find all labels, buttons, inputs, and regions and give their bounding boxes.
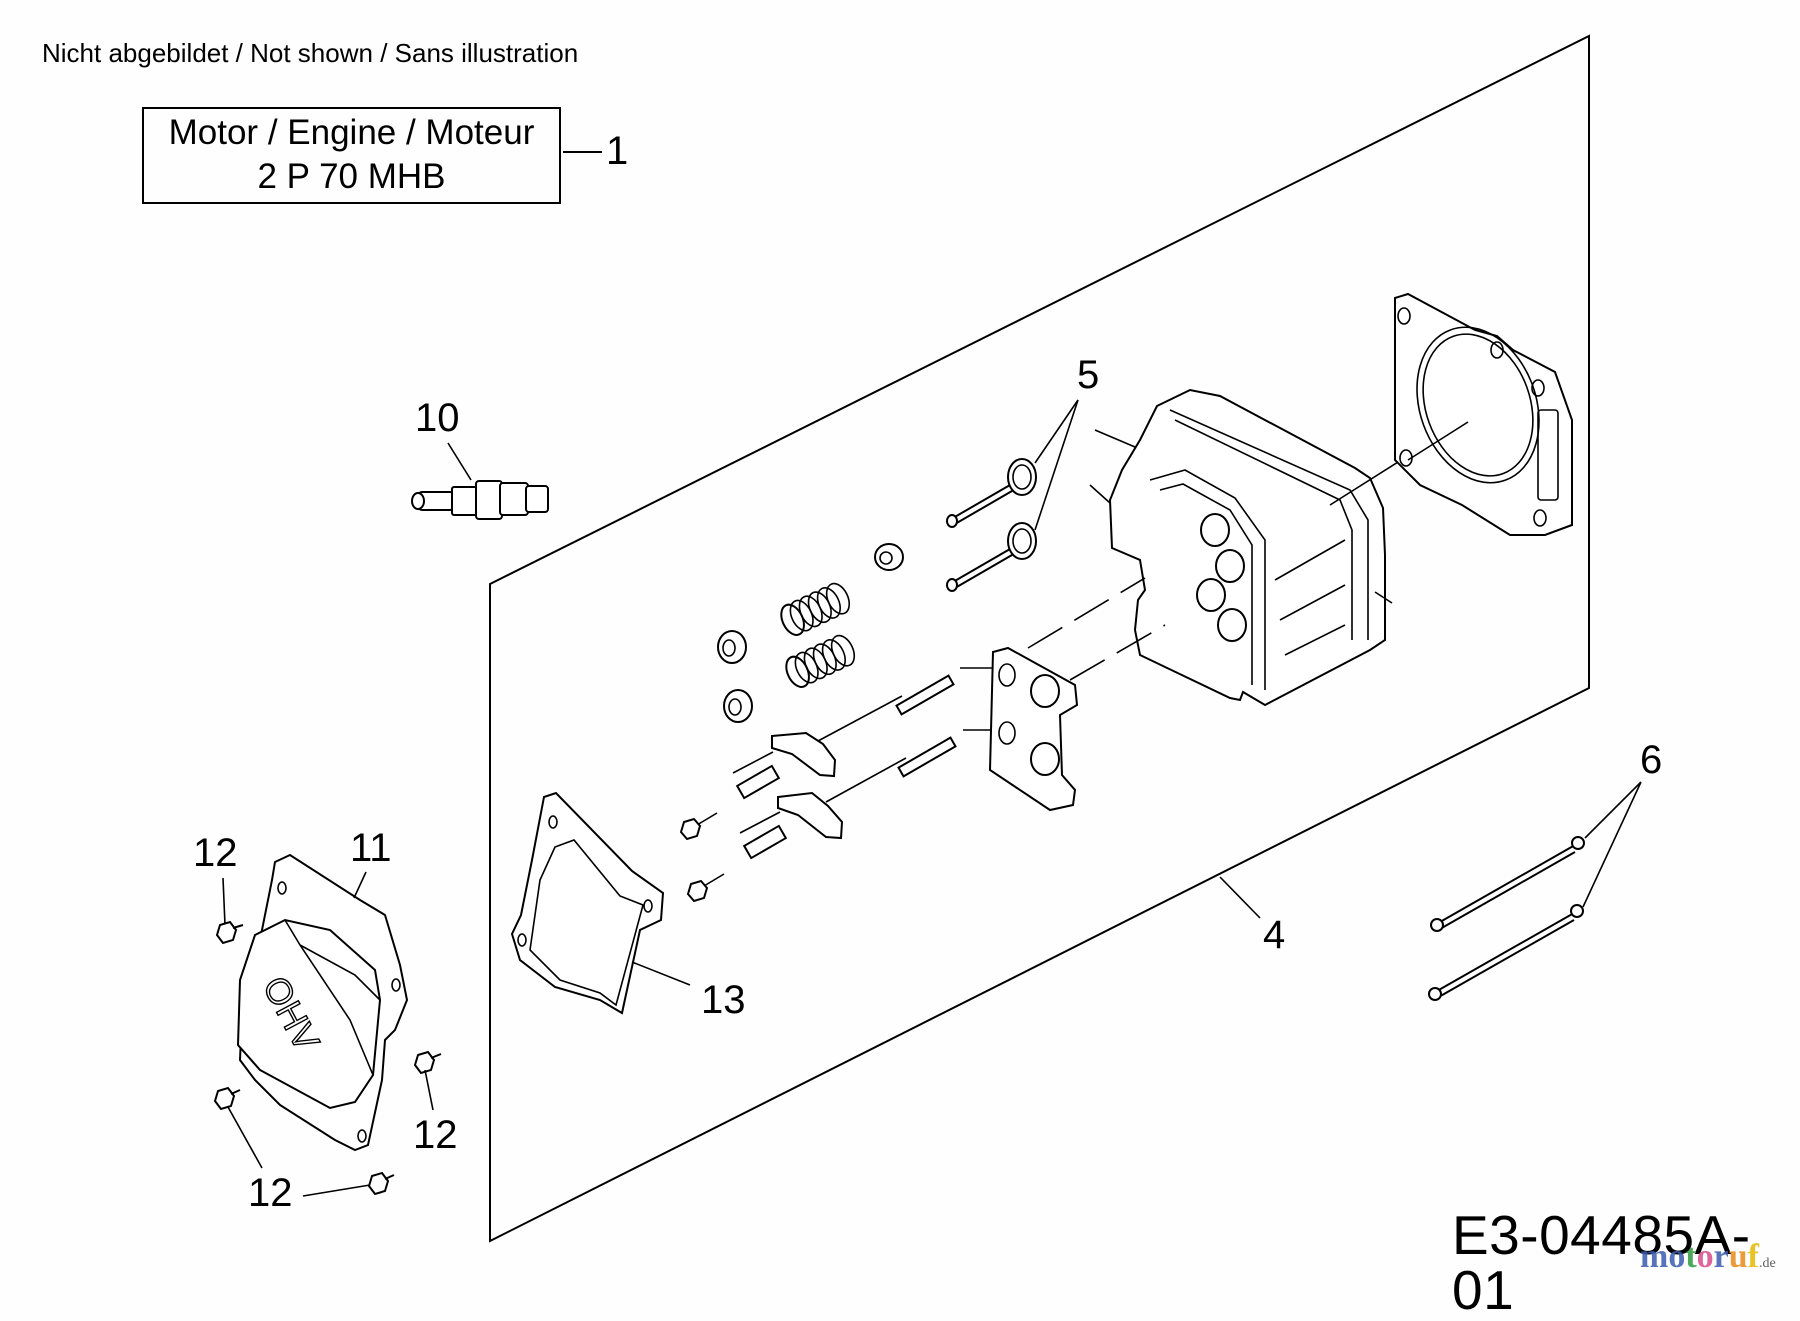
callout-12-top-left: 12 <box>193 831 238 875</box>
motoruf-watermark-logo: motoruf.de <box>1640 1240 1776 1274</box>
spark-plug-part <box>411 442 549 520</box>
exploded-parts-diagram: OHV <box>213 34 1642 1243</box>
motor-box-model: 2 P 70 MHB <box>257 157 446 196</box>
watermark-letter: o <box>1668 1238 1686 1275</box>
valve-cover-part: OHV <box>236 853 409 1152</box>
callout-10: 10 <box>415 396 460 440</box>
callout-12-right: 12 <box>413 1113 458 1157</box>
assembly-axis-upper <box>1027 577 1146 649</box>
callout-5: 5 <box>1077 353 1100 397</box>
watermark-letter: t <box>1685 1238 1697 1275</box>
callout-12-bottom: 12 <box>248 1171 293 1215</box>
bolts-part <box>213 877 442 1197</box>
watermark-letter: f <box>1747 1238 1759 1275</box>
callout-4: 4 <box>1263 913 1286 957</box>
callout-1: 1 <box>606 129 629 173</box>
assembly-axis-lower <box>1069 624 1166 681</box>
watermark-letter: o <box>1696 1238 1714 1275</box>
callout-11: 11 <box>350 826 392 870</box>
rocker-cover-gasket-part <box>510 791 691 1015</box>
callout-4-leader <box>1219 876 1261 919</box>
assembly-panel-outline <box>489 34 1590 1243</box>
valve-springs-part <box>780 582 856 688</box>
watermark-suffix: .de <box>1759 1256 1776 1271</box>
guide-plate-part <box>988 646 1079 812</box>
watermark-letter: r <box>1713 1238 1729 1275</box>
watermark-letter: m <box>1640 1238 1669 1275</box>
not-shown-motor-box: Motor / Engine / Moteur 2 P 70 MHB <box>142 107 561 204</box>
valves-part <box>946 399 1079 592</box>
valve-seals-part <box>717 543 904 723</box>
callout-6: 6 <box>1640 738 1663 782</box>
watermark-letter: u <box>1728 1238 1748 1275</box>
motor-box-title: Motor / Engine / Moteur <box>168 113 535 152</box>
callout-13: 13 <box>701 978 746 1022</box>
head-gasket-part <box>1329 292 1573 536</box>
rocker-arms-part <box>679 667 1005 903</box>
not-shown-note: Nicht abgebildet / Not shown / Sans illu… <box>42 38 579 68</box>
cylinder-head-part <box>1089 388 1393 707</box>
push-rods-part <box>1428 781 1642 1001</box>
